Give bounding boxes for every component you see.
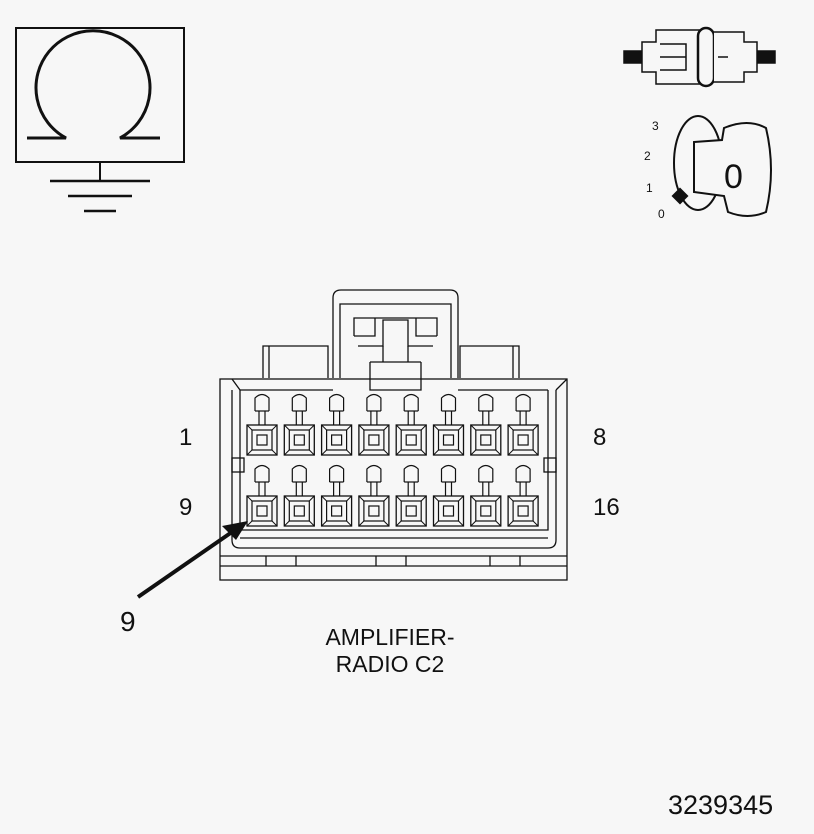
pin-cavity-2 [283,393,315,456]
pin-cavity-4 [358,393,390,456]
ignition-position-1: 1 [646,181,653,195]
pin-cavity-6 [432,393,465,456]
pin-cavity-15 [470,464,502,527]
pin-cavity-8 [507,393,539,456]
ignition-position-0: 0 [658,207,665,221]
callout-arrow [136,521,248,599]
ohmmeter-ground-icon [15,27,185,213]
ignition-position-2: 2 [644,149,651,163]
pin-cavity-7 [470,393,502,456]
connector-caption: AMPLIFIER- RADIO C2 [280,624,500,678]
fuse-icon [623,26,776,88]
figure-id: 3239345 [668,790,774,820]
pin-cavity-16 [507,464,539,527]
pin-cavity-14 [432,464,465,527]
callout-pin-label: 9 [120,606,136,637]
pin-label-top-left: 1 [179,424,193,451]
ignition-key-position: 0 [724,158,743,196]
pin-cavity-5 [395,393,427,456]
caption-line-2: RADIO C2 [335,651,445,677]
ignition-position-3: 3 [652,119,659,133]
pin-label-top-right: 8 [593,424,607,451]
ignition-key-icon: 3 2 1 0 0 [644,115,772,221]
pin-cavity-3 [320,393,353,456]
pin-label-bottom-right: 16 [593,494,620,521]
pin-label-bottom-left: 9 [179,494,193,521]
pin-cavity-10 [283,464,315,527]
connector-body [219,289,568,581]
pin-cavity-11 [320,464,353,527]
pin-cavity-1 [246,393,278,456]
pin-cavities [246,393,539,527]
caption-line-1: AMPLIFIER- [325,624,455,650]
pin-cavity-13 [395,464,427,527]
pin-cavity-12 [358,464,390,527]
pin-cavity-9 [246,464,278,527]
